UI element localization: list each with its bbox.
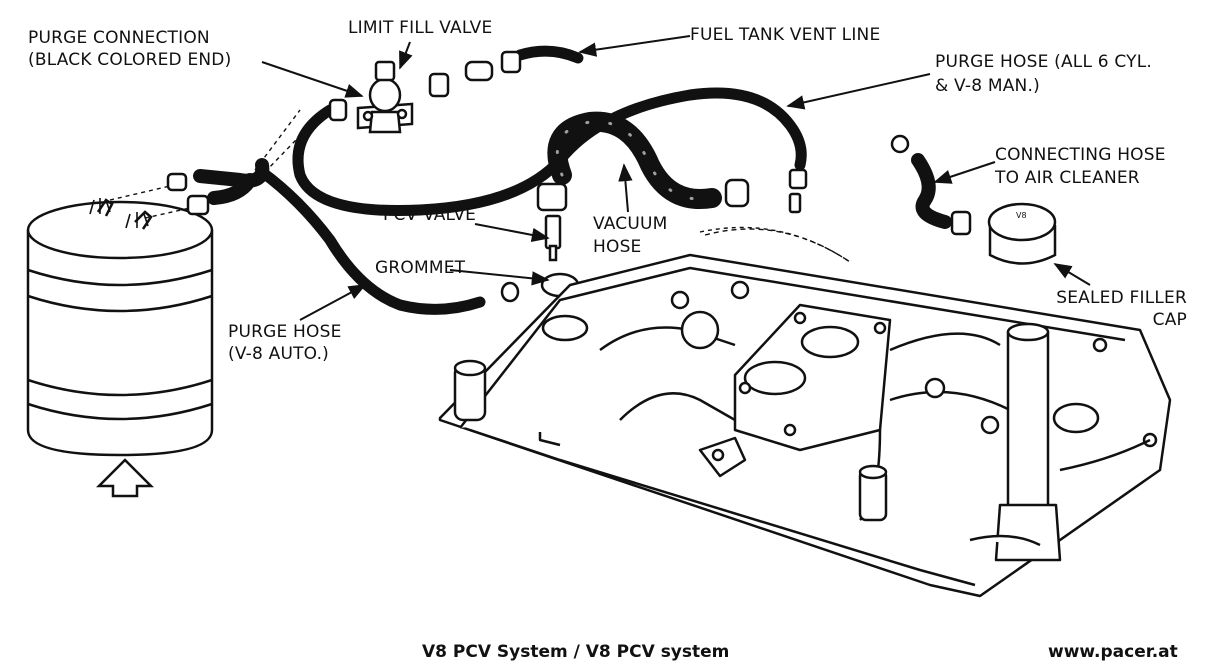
canister-fittings	[166, 172, 210, 216]
label-connecting-hose-note: TO AIR CLEANER	[995, 168, 1140, 188]
label-sealed-filler-cap: SEALED FILLER	[1056, 288, 1187, 308]
vent-connector-1	[428, 72, 450, 98]
fuel-tank-vent-line	[514, 45, 584, 64]
leader-arrows	[261, 35, 1091, 321]
figure-caption: V8 PCV System / V8 PCV system	[422, 642, 730, 662]
label-purge-connection-note: (BLACK COLORED END)	[28, 50, 232, 70]
label-purge-hose-v8-auto: PURGE HOSE	[228, 322, 342, 342]
airflow-arrow-icon	[95, 458, 155, 498]
vent-connector-3	[500, 50, 522, 74]
label-fuel-tank-vent-line: FUEL TANK VENT LINE	[690, 25, 881, 45]
vacuum-hose	[547, 111, 722, 209]
label-grommet: GROMMET	[375, 258, 466, 278]
label-sealed-filler-cap-note: CAP	[1152, 310, 1187, 330]
limit-fill-valve	[328, 60, 414, 134]
vent-connector-2	[464, 60, 494, 82]
label-purge-hose-6cyl-note: & V-8 MAN.)	[935, 76, 1040, 96]
label-pcv-valve: PCV VALVE	[383, 205, 477, 225]
label-purge-hose-v8-auto-note: (V-8 AUTO.)	[228, 344, 330, 364]
vacuum-hose-clamp	[724, 178, 750, 208]
connecting-hose-air-cleaner	[911, 153, 952, 229]
label-purge-connection: PURGE CONNECTION	[28, 28, 210, 48]
label-purge-hose-6cyl: PURGE HOSE (ALL 6 CYL.	[935, 52, 1152, 72]
intake-manifold	[438, 228, 1172, 598]
svg-text:V8: V8	[1016, 211, 1027, 220]
source-url: www.pacer.at	[1048, 642, 1178, 662]
label-vacuum-hose: VACUUM	[593, 214, 668, 234]
charcoal-canister	[26, 198, 214, 457]
pcv-valve	[536, 182, 568, 262]
label-limit-fill-valve: LIMIT FILL VALVE	[348, 18, 493, 38]
label-connecting-hose: CONNECTING HOSE	[995, 145, 1166, 165]
purge-hose-v8-auto	[256, 166, 486, 315]
label-vacuum-hose-note: HOSE	[593, 237, 642, 257]
sealed-filler-cap: V8	[987, 202, 1057, 265]
